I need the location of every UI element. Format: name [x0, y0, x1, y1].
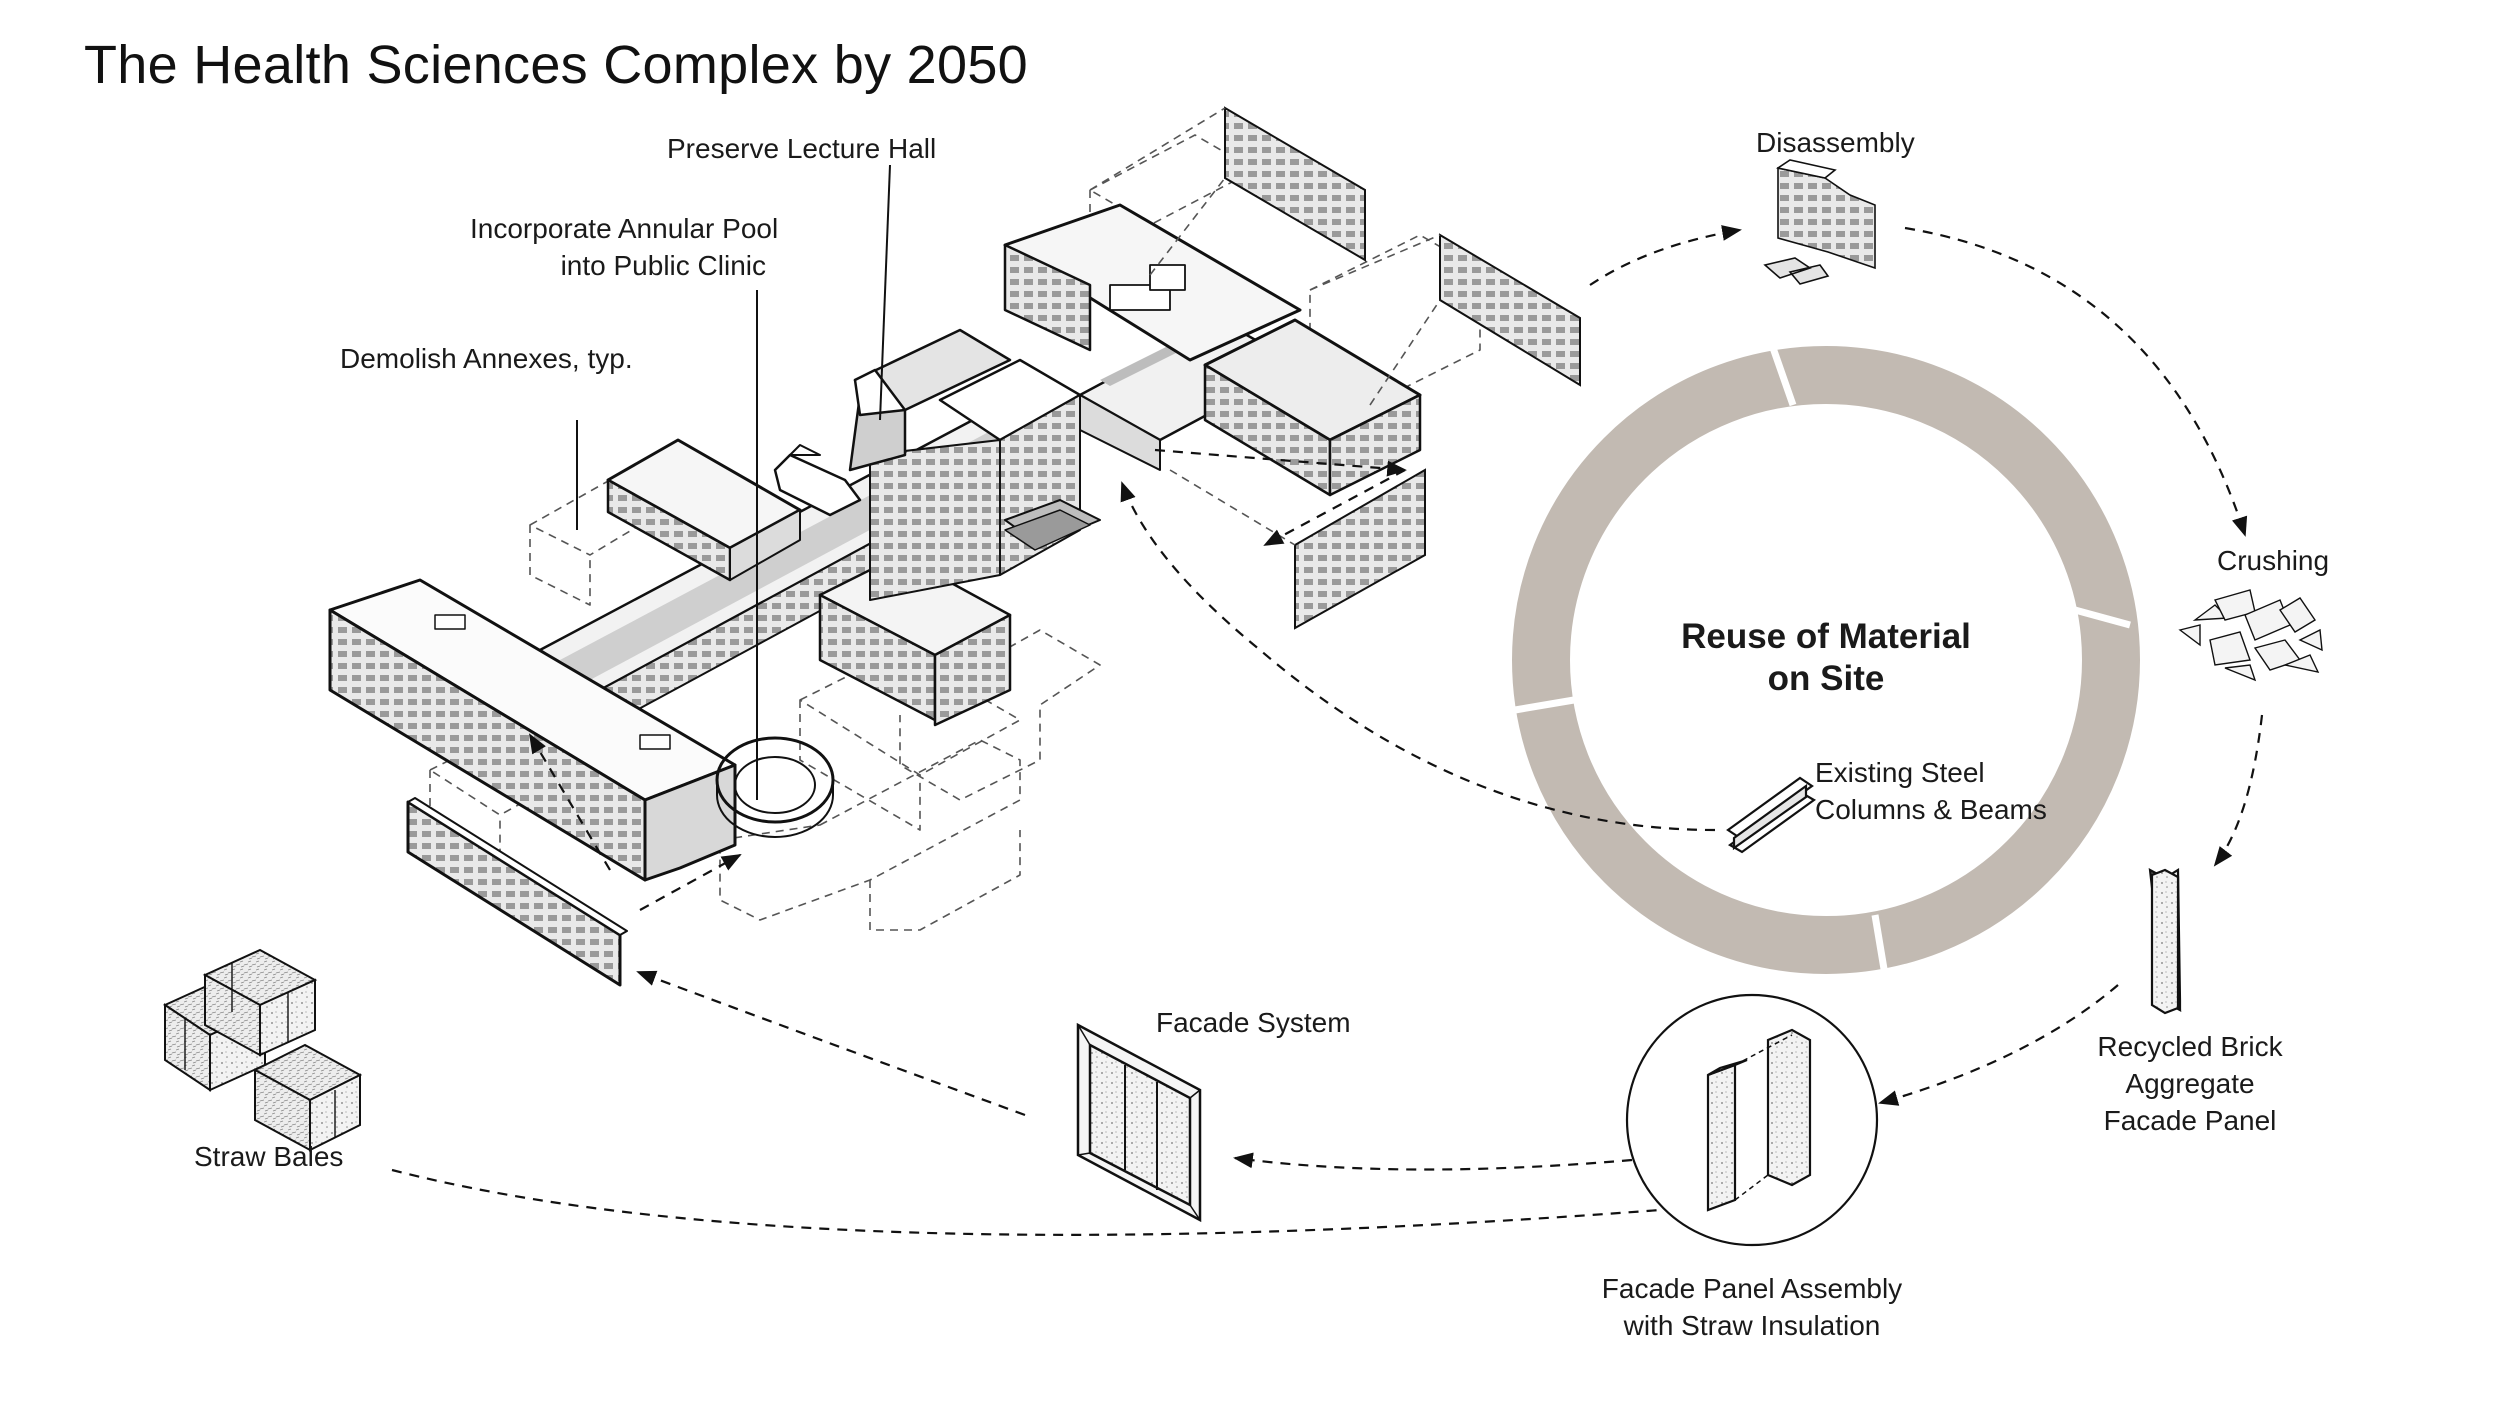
building-complex: [328, 134, 1481, 987]
cycle-center-title: Reuse of Material on Site: [1646, 616, 2006, 700]
arrow-steel-reuse: [1120, 481, 1716, 832]
arrow-to-building-panel: [636, 970, 1026, 1117]
annotation-leaders: [576, 164, 891, 800]
label-straw-bales: Straw Bales: [194, 1141, 344, 1172]
label-demolish-annexes: Demolish Annexes, typ.: [340, 343, 633, 374]
label-facade-system: Facade System: [1156, 1007, 1351, 1038]
arrow-panel-into: [639, 854, 742, 911]
label-disassembly: Disassembly: [1756, 127, 1915, 158]
arrow-to-facade-system: [1233, 1152, 1633, 1171]
arrow-to-assembly: [1878, 984, 2119, 1106]
label-annular-pool-line-2: into Public Clinic: [560, 250, 766, 281]
cycle-center-line-2: on Site: [1767, 659, 1885, 698]
arrow-to-panel: [2213, 714, 2264, 867]
arrow-to-crushing: [1904, 226, 2248, 537]
arrow-panel-down: [1263, 469, 1406, 546]
label-annular-pool: Incorporate Annular Pool into Public Cli…: [470, 210, 779, 284]
disassembly-icon: [1763, 159, 1876, 285]
page-title: The Health Sciences Complex by 2050: [84, 35, 1029, 95]
label-annular-pool-line-1: Incorporate Annular Pool: [470, 213, 779, 244]
label-steel: Existing Steel Columns & Beams: [1815, 754, 2047, 828]
ring-band: [1512, 346, 2140, 974]
arrow-panel-up: [528, 733, 611, 871]
label-recycled-panel: Recycled Brick Aggregate Facade Panel: [2090, 1028, 2290, 1139]
cycle-arrows: [391, 225, 2264, 1236]
label-panel-assembly-line-2: with Straw Insulation: [1623, 1310, 1881, 1341]
arrow-to-panel-out: [1154, 448, 1407, 477]
label-panel-assembly: Facade Panel Assembly with Straw Insulat…: [1592, 1270, 1912, 1344]
arrow-to-disassembly: [1589, 225, 1742, 286]
label-recycled-panel-line-2: Aggregate: [2125, 1068, 2255, 1099]
label-recycled-panel-line-1: Recycled Brick: [2097, 1031, 2283, 1062]
recycled-panel-icon: [2148, 868, 2182, 1015]
label-steel-line-1: Existing Steel: [1815, 757, 1985, 788]
arrow-straw-path: [391, 1168, 1661, 1236]
straw-bales-icon: [162, 948, 363, 1152]
label-steel-line-2: Columns & Beams: [1815, 794, 2047, 825]
cycle-center-line-1: Reuse of Material: [1681, 617, 1971, 656]
facade-system-icon: [1076, 1022, 1202, 1223]
removed-facade-panels: [1089, 106, 1581, 630]
label-panel-assembly-line-1: Facade Panel Assembly: [1601, 1273, 1903, 1304]
panel-assembly-icon: [1625, 993, 1879, 1247]
label-preserve-lecture-hall: Preserve Lecture Hall: [667, 133, 937, 164]
label-recycled-panel-line-3: Facade Panel: [2103, 1105, 2277, 1136]
steel-beam-icon: [1726, 776, 1817, 854]
label-crushing: Crushing: [2217, 545, 2330, 576]
crushing-icon: [2178, 589, 2323, 682]
reuse-ring: [1512, 343, 2140, 976]
